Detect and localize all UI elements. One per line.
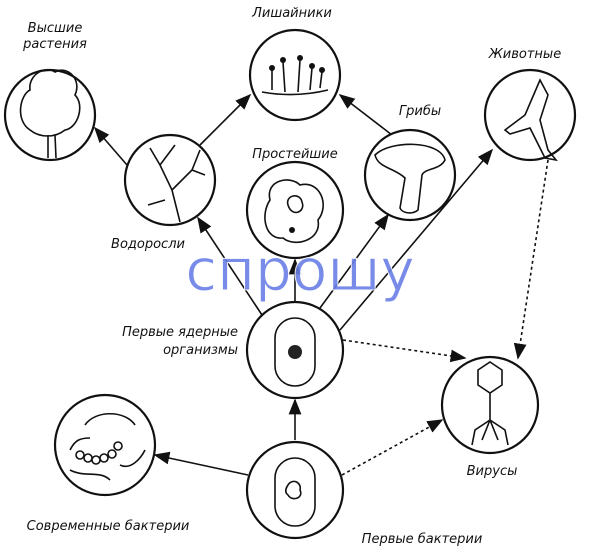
node-lichens [248, 28, 342, 122]
node-viruses [440, 355, 540, 455]
arrow-firstbact-to-viruses [341, 419, 444, 476]
label-protozoa: Простейшие [252, 147, 338, 162]
label-algae: Водоросли [111, 237, 185, 252]
tree-icon [19, 68, 81, 159]
label-higher-plants-2: растения [22, 37, 87, 52]
arrow-nuclear-to-viruses [342, 339, 467, 363]
label-first-bacteria: Первые бактерии [362, 532, 483, 547]
label-fungi: Грибы [399, 104, 441, 119]
arrow-animals-to-viruses [513, 159, 549, 360]
lichen-icon [261, 59, 329, 96]
algae-icon [147, 144, 206, 223]
label-first-nuclear-1: Первые ядерные [122, 325, 238, 340]
label-viruses: Вирусы [467, 464, 518, 479]
node-fungi [363, 128, 457, 222]
cell-icon [274, 457, 316, 527]
mushroom-icon [374, 143, 446, 214]
node-modern-bacteria [53, 393, 157, 497]
label-modern-bacteria: Современные бактерии [27, 519, 190, 534]
watermark: спрошу [185, 236, 415, 304]
arrow-algae-to-higherplants [93, 126, 128, 166]
node-protozoa [245, 160, 345, 260]
node-first-bacteria [245, 440, 345, 540]
arrow-nuclear-to-fungi [319, 213, 389, 309]
label-first-nuclear-2: организмы [163, 343, 238, 358]
cell-icon [274, 317, 316, 387]
arrow-algae-to-lichens [199, 93, 252, 146]
bacteriophage-icon [471, 361, 509, 446]
arrow-nuclear-to-algae [197, 216, 263, 316]
protozoa-icon [264, 179, 324, 244]
bird-icon [503, 78, 558, 162]
node-higher-plants [3, 68, 97, 162]
arrow-fungi-to-lichens [338, 94, 393, 136]
node-first-nuclear [245, 300, 345, 400]
arrow-firstbact-to-modern [153, 451, 249, 476]
node-algae [123, 133, 217, 227]
label-higher-plants-1: Высшие [28, 21, 83, 36]
bacteria-icon [69, 413, 146, 481]
label-lichens: Лишайники [251, 6, 332, 21]
arrow-nuclear-to-animals [339, 148, 494, 331]
node-animals [483, 68, 577, 162]
label-animals: Животные [488, 47, 561, 62]
